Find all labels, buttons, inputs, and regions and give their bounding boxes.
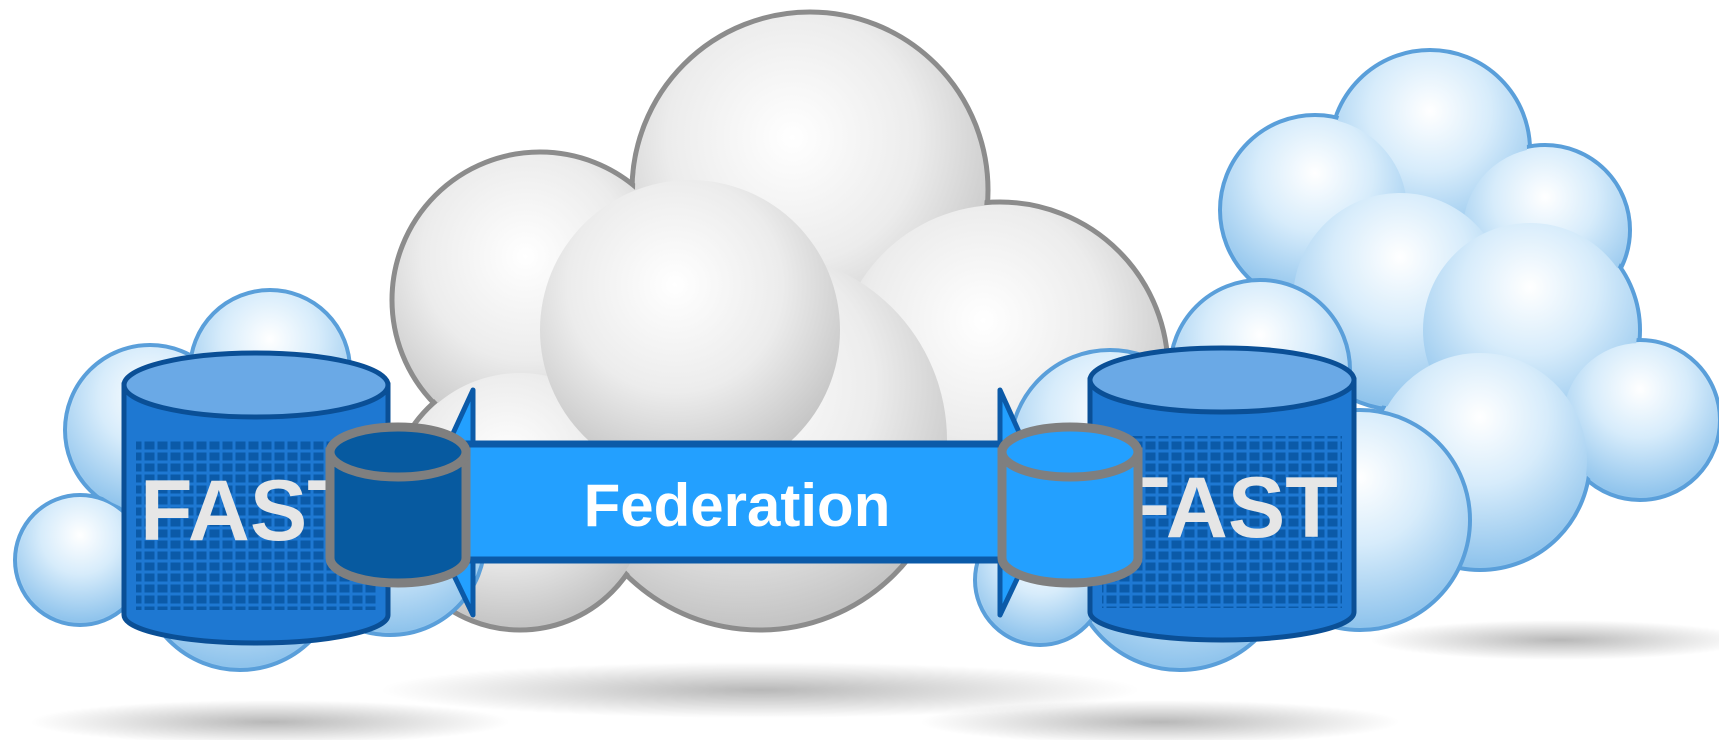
link-label: Federation	[584, 472, 891, 539]
right-fast-store: FAST	[1087, 345, 1357, 643]
left-store-top	[121, 350, 391, 420]
right-connector-top	[997, 422, 1143, 482]
right-connector-body	[997, 447, 1143, 588]
right-store-label: FAST	[1118, 460, 1338, 556]
shadow-center	[380, 662, 1140, 718]
shadow-right-back	[1370, 620, 1719, 660]
left-store-label: FAST	[140, 463, 360, 559]
right-store-top	[1087, 345, 1357, 415]
shadow-right-front	[920, 700, 1400, 740]
shadow-left	[30, 700, 510, 740]
right-connector-cylinder	[997, 422, 1143, 588]
ground-shadows	[30, 620, 1719, 740]
left-connector-top	[325, 422, 471, 482]
left-connector-body	[325, 447, 471, 588]
link-band	[456, 440, 1009, 564]
left-connector-cylinder	[325, 422, 471, 588]
